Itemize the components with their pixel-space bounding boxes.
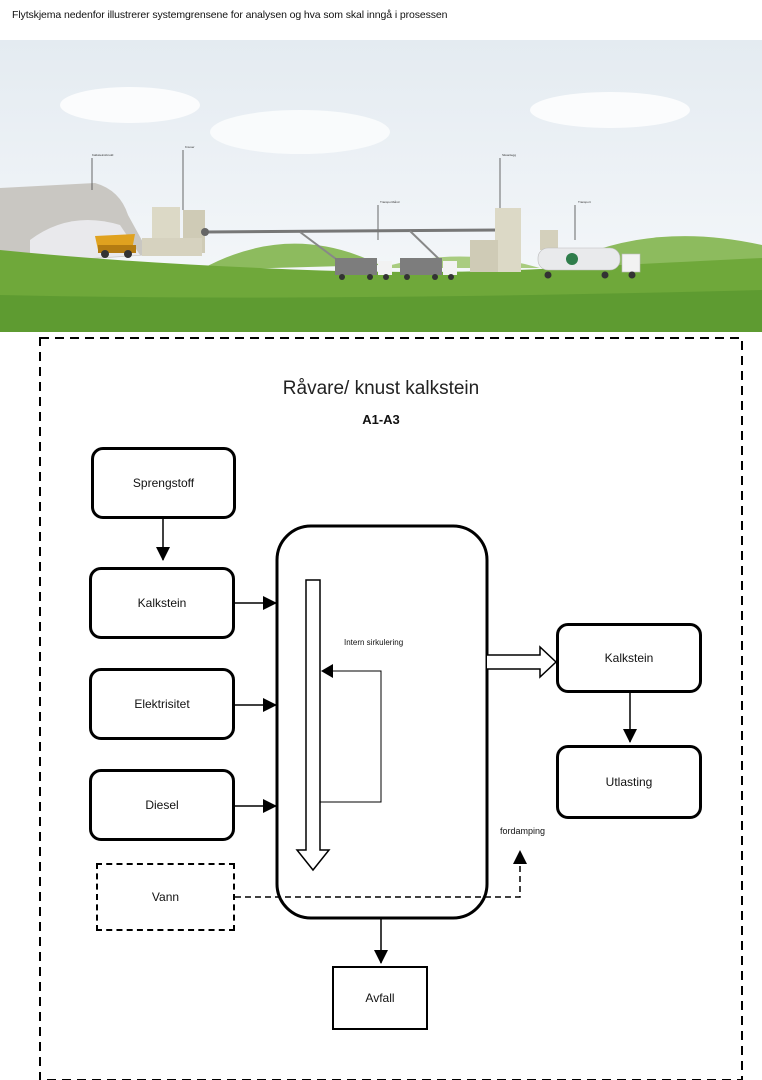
limestone-input-label: Kalkstein (137, 596, 187, 610)
scene-label: Knuser (185, 145, 195, 149)
conveyor-pulley (201, 228, 209, 236)
electricity-box: Elektrisitet (89, 668, 235, 740)
boundary-subtitle: A1-A3 (362, 412, 400, 427)
recirculation-label: Intern sirkulering (344, 638, 404, 647)
explosives-box: Sprengstoff (91, 447, 236, 519)
scene-label: Siloanlegg (502, 153, 516, 157)
page-header: Flytskjema nedenfor illustrerer systemgr… (12, 9, 448, 21)
cloud (530, 92, 690, 128)
recirculation-arrowhead (321, 664, 333, 678)
cloud (210, 110, 390, 154)
silo (470, 240, 498, 272)
silo (540, 230, 558, 250)
conveyor-support (409, 230, 441, 261)
dump-truck (95, 234, 136, 258)
lorry (400, 258, 457, 280)
plant-illustration: Kalksteinsbrudd Knuser Transportbånd Sil… (0, 40, 762, 332)
tanker-truck (537, 247, 641, 279)
water-box: Vann (96, 863, 235, 931)
silo (495, 208, 521, 272)
limestone-output-box: Kalkstein (556, 623, 702, 693)
explosives-label: Sprengstoff (132, 476, 195, 490)
limestone-output-label: Kalkstein (604, 651, 654, 665)
scene-label: Transportbånd (380, 200, 400, 204)
limestone-input-box: Kalkstein (89, 567, 235, 639)
diesel-box: Diesel (89, 769, 235, 841)
lorry (335, 258, 392, 280)
process-block (275, 524, 489, 920)
boundary-title: Råvare/ knust kalkstein (282, 378, 480, 399)
evaporation-arrowhead (513, 850, 527, 864)
arrow-process-to-limestone (487, 645, 558, 679)
conveyor (204, 228, 501, 234)
silo-base (142, 238, 202, 256)
water-label: Vann (151, 890, 180, 904)
internal-flow-arrow (295, 579, 331, 872)
grass-light (0, 290, 762, 332)
waste-label: Avfall (365, 991, 395, 1005)
recirculation-loop (320, 670, 382, 803)
waste-box: Avfall (332, 966, 428, 1030)
diesel-label: Diesel (145, 798, 179, 812)
scene-label: Transport (578, 200, 591, 204)
scene-label: Kalksteinsbrudd (92, 153, 114, 157)
loading-box: Utlasting (556, 745, 702, 819)
cloud (60, 87, 200, 123)
water-evaporation-path (235, 860, 521, 898)
system-boundary (39, 337, 743, 1080)
electricity-label: Elektrisitet (134, 697, 190, 711)
evaporation-label: fordamping (500, 826, 546, 836)
conveyor-support (299, 231, 341, 263)
loading-label: Utlasting (605, 775, 653, 789)
